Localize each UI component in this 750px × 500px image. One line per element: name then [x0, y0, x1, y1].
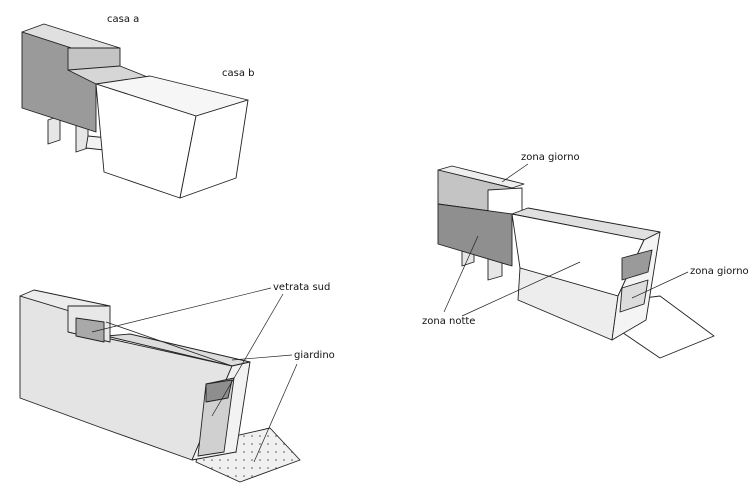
label-casa-b: casa b [222, 68, 255, 79]
leader-zona-notte-right [461, 261, 581, 317]
casa-b-side [179, 99, 249, 199]
leader-vetrata-to-window [91, 287, 272, 333]
label-casa-a: casa a [107, 14, 139, 25]
end-opening [621, 249, 653, 281]
vetrata-window [75, 317, 105, 343]
label-zona-notte: zona notte [422, 316, 475, 327]
garden-opening-dark [205, 379, 233, 403]
leader-vetrata-to-opening [211, 293, 284, 417]
end-opening-lower [619, 279, 649, 313]
model-casa-a-casa-b [21, 23, 249, 199]
model-vetrata-giardino [19, 289, 301, 483]
label-giardino: giardino [294, 350, 335, 361]
leader-giardino-to-garden [253, 363, 298, 463]
label-zona-giorno-right: zona giorno [690, 266, 749, 277]
leader-zona-giorno-top [501, 163, 529, 183]
model-zone [437, 165, 715, 359]
label-zona-giorno-top: zona giorno [521, 152, 580, 163]
zona-notte-block [437, 203, 513, 267]
leader-zona-giorno-right [631, 271, 689, 299]
roof-edge [105, 321, 233, 367]
leader-giardino-to-roof [231, 354, 293, 361]
label-vetrata-sud: vetrata sud [273, 282, 330, 293]
leader-zona-notte-left [443, 235, 479, 313]
